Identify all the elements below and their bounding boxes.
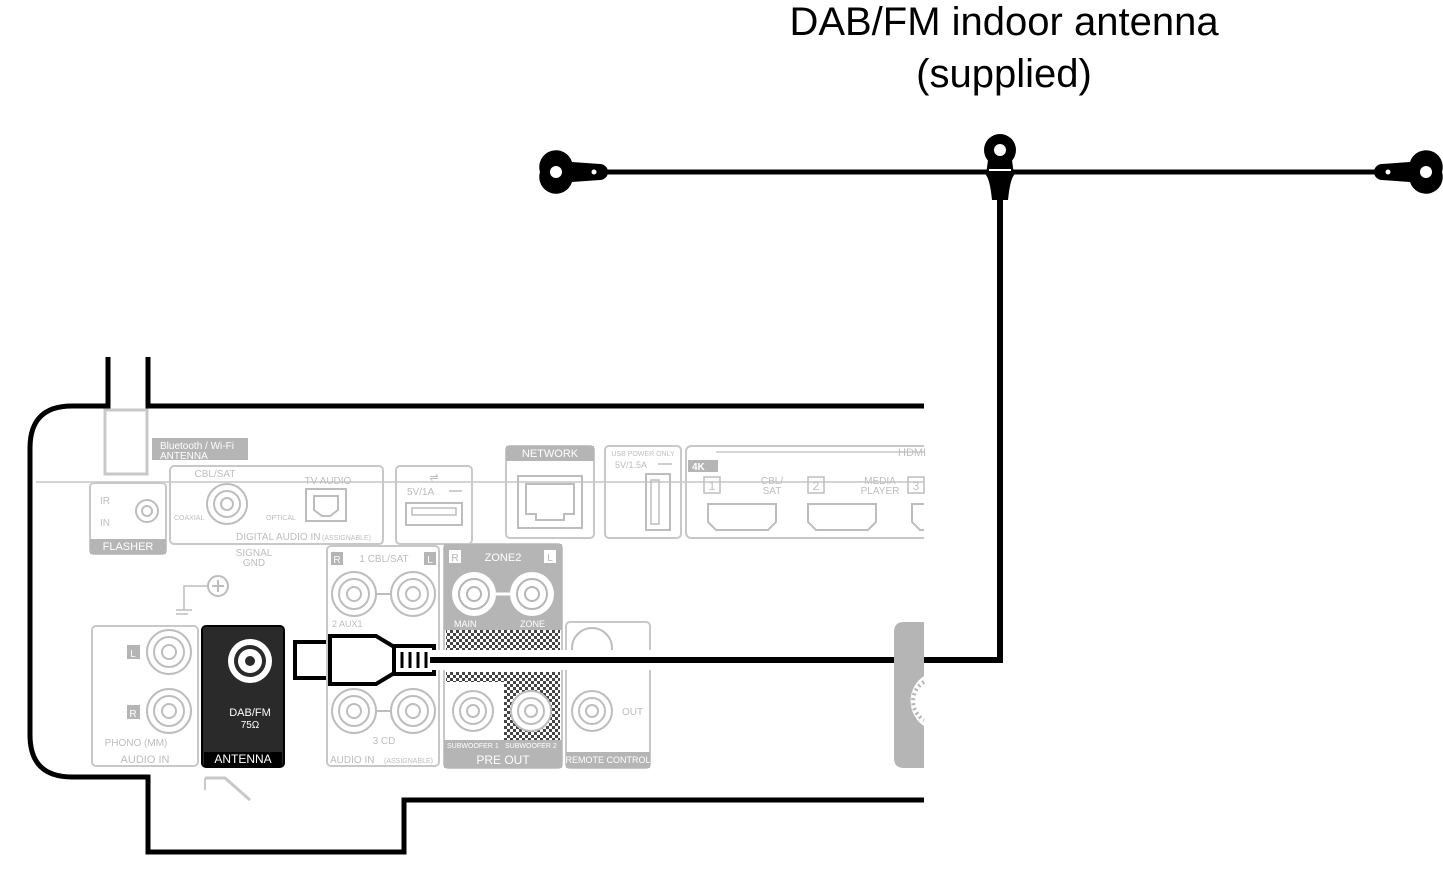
zone2-pre-out: R ZONE2 L MAIN ZONE SUBWOOFER 1 SUBWOOFE… xyxy=(443,543,563,769)
flasher-jack: IR IN FLASHER xyxy=(89,482,167,555)
antenna-label: ANTENNA xyxy=(214,752,271,766)
svg-text:2: 2 xyxy=(813,479,820,493)
svg-text:HDMI: HDMI xyxy=(898,447,926,459)
antenna-plug-icon xyxy=(293,634,436,686)
svg-text:(ASSIGNABLE): (ASSIGNABLE) xyxy=(384,758,433,765)
svg-text:4K: 4K xyxy=(692,462,706,473)
phono-audio-in: L R PHONO (MM) AUDIO IN xyxy=(91,625,199,767)
bt-antenna-mount xyxy=(103,408,149,476)
svg-text:GND: GND xyxy=(243,558,265,569)
antenna-terminal: DAB/FM 75Ω ANTENNA xyxy=(201,625,285,768)
svg-text:MEDIA: MEDIA xyxy=(864,476,896,487)
svg-text:R: R xyxy=(129,709,136,720)
usb-port: ⇌ 5V/1A xyxy=(395,465,473,545)
svg-text:5V/1A: 5V/1A xyxy=(407,487,435,498)
svg-text:L: L xyxy=(547,553,553,564)
dab-fm-indoor-antenna xyxy=(293,134,1443,686)
svg-text:ZONE2: ZONE2 xyxy=(485,552,522,564)
svg-text:2 AUX1: 2 AUX1 xyxy=(332,619,363,629)
digital-audio-in: CBL/SAT TV AUDIO COAXIAL OPTICAL DIGITAL… xyxy=(169,465,384,545)
rca-jack-zone2-r xyxy=(452,572,496,616)
svg-text:AUDIO IN: AUDIO IN xyxy=(121,754,170,766)
impedance-label: 75Ω xyxy=(241,720,260,731)
chassis-outline xyxy=(27,357,924,855)
svg-text:MAIN: MAIN xyxy=(454,619,477,629)
svg-text:IN: IN xyxy=(100,518,110,529)
svg-text:OUT: OUT xyxy=(622,707,643,718)
rca-jack-cbl-sat-r xyxy=(331,571,377,617)
svg-text:PHONO (MM): PHONO (MM) xyxy=(105,738,168,749)
antenna-junction-icon xyxy=(984,134,1016,200)
svg-text:⇌: ⇌ xyxy=(429,472,438,484)
svg-text:COAXIAL: COAXIAL xyxy=(174,515,204,522)
svg-text:1: 1 xyxy=(709,479,716,493)
svg-text:NETWORK: NETWORK xyxy=(522,448,579,460)
dab-fm-label: DAB/FM xyxy=(229,707,271,719)
svg-text:SUBWOOFER 2: SUBWOOFER 2 xyxy=(505,743,557,750)
svg-text:ZONE: ZONE xyxy=(520,619,545,629)
svg-text:REMOTE CONTROL: REMOTE CONTROL xyxy=(565,755,650,765)
svg-text:SUBWOOFER 1: SUBWOOFER 1 xyxy=(447,743,499,750)
antenna-right-terminal-icon xyxy=(1374,150,1443,194)
svg-text:5V/1.5A: 5V/1.5A xyxy=(615,460,647,470)
svg-text:PLAYER: PLAYER xyxy=(861,486,900,497)
svg-text:(ASSIGNABLE): (ASSIGNABLE) xyxy=(322,535,371,542)
svg-text:1 CBL/SAT: 1 CBL/SAT xyxy=(359,554,408,565)
svg-text:IR: IR xyxy=(100,496,110,507)
svg-text:USB POWER ONLY: USB POWER ONLY xyxy=(611,451,675,458)
rca-jack-subwoofer-1 xyxy=(452,690,494,732)
svg-text:OPTICAL: OPTICAL xyxy=(266,515,296,522)
svg-text:AUDIO IN: AUDIO IN xyxy=(330,755,374,766)
receiver-rear-panel: Bluetooth / Wi-Fi ANTENNA IR IN FLASHER … xyxy=(27,357,1000,855)
bt-label-line-2: ANTENNA xyxy=(160,451,208,462)
svg-text:L: L xyxy=(427,555,433,566)
usb-power-port: USB POWER ONLY 5V/1.5A xyxy=(604,445,682,539)
remote-control-jack: OUT REMOTE CONTROL xyxy=(565,621,651,769)
rca-jack-phono-l xyxy=(146,629,192,675)
svg-text:SAT: SAT xyxy=(763,486,782,497)
svg-text:SIGNAL: SIGNAL xyxy=(236,548,273,559)
svg-text:CBL/: CBL/ xyxy=(761,476,783,487)
diagram-title-line-2: (supplied) xyxy=(916,52,1092,96)
rca-jack-remote-out xyxy=(571,690,613,732)
svg-text:FLASHER: FLASHER xyxy=(103,541,154,553)
bt-label-line-1: Bluetooth / Wi-Fi xyxy=(160,441,234,452)
svg-text:3: 3 xyxy=(913,479,920,493)
svg-text:PRE OUT: PRE OUT xyxy=(476,753,530,767)
rca-jack-zone2-l xyxy=(510,572,554,616)
network-port: NETWORK xyxy=(505,445,595,539)
svg-text:R: R xyxy=(451,553,458,564)
signal-gnd-terminal: SIGNAL GND xyxy=(176,548,273,615)
svg-text:TV AUDIO: TV AUDIO xyxy=(305,476,352,487)
svg-text:L: L xyxy=(130,649,136,660)
speaker-terminal-block xyxy=(894,622,926,768)
svg-text:R: R xyxy=(333,555,340,566)
rca-jack-cd-r xyxy=(331,688,377,734)
rca-jack-cd-l xyxy=(390,688,436,734)
diagram-title-line-1: DAB/FM indoor antenna xyxy=(789,0,1219,44)
svg-text:3 CD: 3 CD xyxy=(373,736,396,747)
svg-text:DIGITAL AUDIO IN: DIGITAL AUDIO IN xyxy=(236,532,320,543)
rca-jack-subwoofer-2 xyxy=(510,690,552,732)
hdmi-inputs: HDMI 4K 1 CBL/ SAT 2 MEDIA PLAYER 3 xyxy=(685,445,926,539)
antenna-left-terminal-icon xyxy=(539,150,608,194)
rca-jack-phono-r xyxy=(146,688,192,734)
rca-jack-cbl-sat-l xyxy=(390,571,436,617)
svg-text:CBL/SAT: CBL/SAT xyxy=(195,469,236,480)
